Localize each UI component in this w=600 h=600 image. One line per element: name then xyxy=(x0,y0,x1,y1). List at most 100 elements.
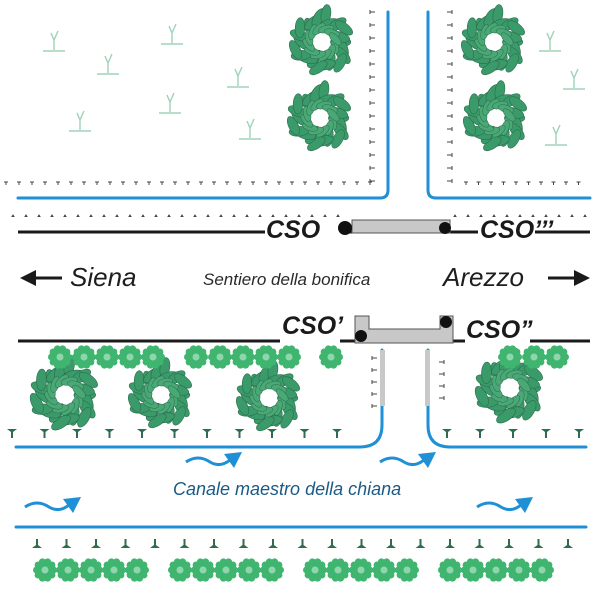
grass-mark xyxy=(369,75,375,79)
hedge-icon xyxy=(326,558,350,582)
grass-mark xyxy=(76,214,80,217)
cso-prime-label: CSO’ xyxy=(282,312,344,340)
grass-mark xyxy=(277,181,281,185)
grass-mark xyxy=(336,214,340,217)
grass-mark xyxy=(63,214,67,217)
grass-mark xyxy=(89,214,93,217)
grass-mark xyxy=(583,214,587,217)
grass-mark xyxy=(108,181,112,185)
tree-icon xyxy=(286,80,351,152)
grass-mark xyxy=(371,392,377,396)
bank-mark xyxy=(533,539,544,548)
shrubs xyxy=(43,23,585,146)
bank-mark xyxy=(234,429,245,438)
hedge-icon xyxy=(395,558,419,582)
grass-mark xyxy=(447,36,453,40)
grass-mark xyxy=(56,181,60,185)
shrub-icon xyxy=(563,68,585,90)
grass-mark xyxy=(371,404,377,408)
hedge-icon xyxy=(168,558,192,582)
bank-mark xyxy=(268,539,278,548)
hedge-icon xyxy=(237,558,261,582)
hedge-icon xyxy=(254,345,278,369)
bank-mark xyxy=(169,429,180,438)
grass-mark xyxy=(439,396,445,400)
hedge-icon xyxy=(522,345,546,369)
grass-marks xyxy=(4,10,587,548)
grass-mark xyxy=(526,181,531,185)
grass-mark xyxy=(238,181,242,185)
grass-mark xyxy=(251,181,255,185)
grass-mark xyxy=(371,356,377,360)
shrub-icon xyxy=(227,66,249,88)
tree-icon xyxy=(460,4,525,76)
hedge-icon xyxy=(231,345,255,369)
grass-mark xyxy=(369,166,375,170)
bank-mark xyxy=(474,539,485,548)
grass-mark xyxy=(369,36,375,40)
grass-mark xyxy=(557,214,561,217)
grass-mark xyxy=(310,214,314,217)
grass-mark xyxy=(476,181,481,185)
bank-mark xyxy=(563,539,573,548)
bank-mark xyxy=(299,429,310,438)
grass-mark xyxy=(323,214,327,217)
hedge-icon xyxy=(372,558,396,582)
flow-arrow-icon xyxy=(185,452,242,468)
grass-mark xyxy=(17,181,21,185)
hedge-icon xyxy=(319,345,343,369)
bank-mark xyxy=(327,539,337,548)
hedge-icon xyxy=(277,345,301,369)
grass-mark xyxy=(219,214,223,217)
water-channel xyxy=(426,348,588,449)
flow-arrows xyxy=(24,452,533,513)
grass-mark xyxy=(167,214,171,217)
grass-mark xyxy=(505,214,509,217)
grass-mark xyxy=(544,214,548,217)
shrub-icon xyxy=(539,30,561,52)
grass-mark xyxy=(439,384,445,388)
bank-mark xyxy=(415,539,426,548)
hedge-icon xyxy=(102,558,126,582)
grass-mark xyxy=(271,214,275,217)
node-icon xyxy=(338,221,352,235)
path-label: Sentiero della bonifica xyxy=(203,270,371,289)
grass-mark xyxy=(316,181,320,185)
wall-strip xyxy=(380,350,385,406)
bank-mark xyxy=(32,539,42,548)
hedge-icon xyxy=(56,558,80,582)
hedge-icon xyxy=(498,345,522,369)
grass-mark xyxy=(576,181,581,185)
grass-mark xyxy=(514,181,518,185)
grass-mark xyxy=(369,62,375,66)
grass-mark xyxy=(369,10,375,14)
cso-nodes xyxy=(338,221,452,342)
grass-mark xyxy=(492,214,496,217)
grass-mark xyxy=(447,101,453,105)
grass-mark xyxy=(69,181,73,185)
cso-tank-upper xyxy=(351,219,451,234)
grass-mark xyxy=(329,181,333,185)
bank-mark xyxy=(386,539,396,548)
bank-mark xyxy=(475,429,485,438)
grass-mark xyxy=(147,181,151,185)
grass-mark xyxy=(551,181,556,185)
grass-mark xyxy=(447,75,453,79)
tree-icon xyxy=(462,80,527,152)
grass-mark xyxy=(447,10,453,14)
hedge-icon xyxy=(125,558,149,582)
shrub-icon xyxy=(161,23,183,45)
bank-mark xyxy=(61,539,72,548)
grass-mark xyxy=(264,181,268,185)
grass-mark xyxy=(173,181,177,185)
grass-mark xyxy=(369,23,375,27)
grass-mark xyxy=(531,214,535,217)
bank-mark xyxy=(72,429,82,438)
hedge-icon xyxy=(48,345,72,369)
shrub-icon xyxy=(69,110,91,132)
bank-mark xyxy=(297,539,308,548)
grass-mark xyxy=(245,214,249,217)
hedge-icon xyxy=(484,558,508,582)
grass-mark xyxy=(464,181,468,185)
grass-mark xyxy=(82,181,86,185)
